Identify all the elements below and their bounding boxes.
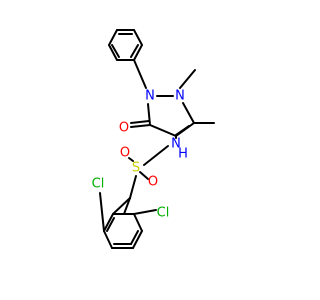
phenyl-bond — [133, 44, 143, 61]
atom-cl-right: Cl — [157, 206, 170, 221]
atom-n2: N — [175, 89, 185, 104]
phenyl-bond — [108, 29, 118, 46]
atom-n-amide: N — [171, 137, 181, 152]
dichlorophenyl-inner-bond — [106, 217, 115, 232]
n2-methyl-bond — [179, 69, 196, 89]
c3-c4-double-bond — [175, 125, 190, 136]
molecule-structure: N N O N H S O O Cl Cl — [92, 29, 215, 249]
phenyl-inner-bond — [130, 44, 139, 58]
ch2-to-ring-bond — [123, 197, 131, 215]
phenyl-to-n1-bond — [133, 59, 147, 89]
atom-o-carbonyl: O — [119, 121, 129, 136]
s-ch2-bond — [129, 175, 137, 199]
c5-o-bond — [130, 124, 151, 128]
atom-s: S — [132, 161, 140, 176]
c-cl-left-bond — [99, 192, 105, 232]
phenyl-bond — [108, 44, 118, 61]
dichlorophenyl-bond — [103, 230, 113, 249]
dichlorophenyl-bond — [132, 230, 143, 249]
atom-n1: N — [145, 89, 155, 104]
atom-h-amide: H — [178, 147, 188, 162]
c4-c5-bond — [149, 124, 177, 137]
phenyl-bond — [133, 29, 143, 46]
atom-o-sulfonyl-1: O — [120, 146, 130, 161]
phenyl-inner-bond — [111, 44, 120, 58]
c5-o-double-bond — [130, 120, 150, 124]
n-s-bond — [143, 145, 169, 166]
n2-c3-bond — [182, 102, 195, 124]
atom-labels-group: N N O N H S O O Cl Cl — [92, 89, 188, 221]
s-o2-bond — [139, 171, 149, 180]
dichlorophenyl-bond — [133, 213, 143, 232]
bonds-group — [99, 29, 215, 249]
c-cl-right-bond — [133, 209, 157, 215]
dichlorophenyl-inner-bond — [130, 230, 139, 245]
atom-cl-left: Cl — [92, 177, 105, 192]
atom-o-sulfonyl-2: O — [148, 175, 158, 190]
s-o1-bond — [128, 157, 134, 162]
ch2-ring-bond — [112, 197, 131, 215]
dichlorophenyl-bond — [103, 213, 114, 232]
